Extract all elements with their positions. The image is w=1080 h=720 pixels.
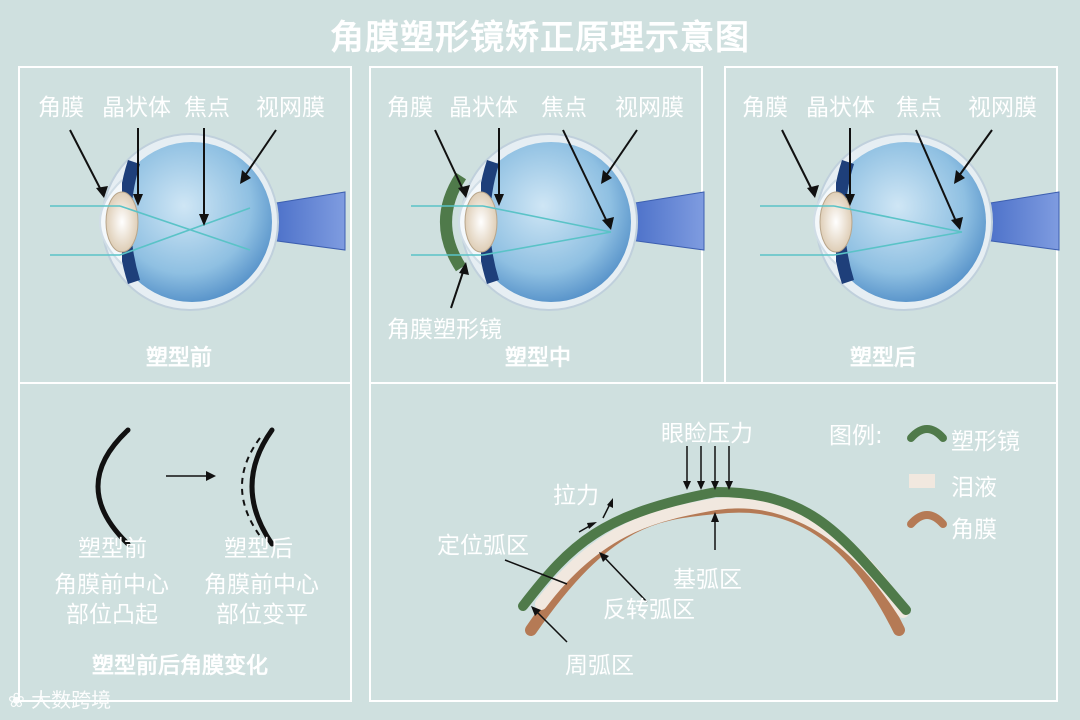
curv-after-title: 塑型后 xyxy=(224,536,293,562)
watermark-text: 大数跨境 xyxy=(31,688,112,712)
label-base-zone: 基弧区 xyxy=(673,567,742,593)
label-retina: 视网膜 xyxy=(968,95,1037,121)
label-focus: 焦点 xyxy=(184,95,230,121)
label-peripheral-zone: 周弧区 xyxy=(565,653,634,679)
label-cornea: 角膜 xyxy=(387,95,433,121)
label-retina: 视网膜 xyxy=(256,95,325,121)
caption-before: 塑型前 xyxy=(146,346,213,371)
caption-after: 塑型后 xyxy=(850,346,917,371)
curv-before-title: 塑型前 xyxy=(78,536,147,562)
label-focus: 焦点 xyxy=(896,95,942,121)
caption-curvature: 塑型前后角膜变化 xyxy=(92,654,269,679)
caption-during: 塑型中 xyxy=(505,346,572,371)
eye-diagram-during xyxy=(411,128,705,311)
label-cornea: 角膜 xyxy=(38,95,84,121)
label-retina: 视网膜 xyxy=(615,95,684,121)
eye-diagram-after xyxy=(760,128,1060,311)
legend-cornea: 角膜 xyxy=(951,517,997,543)
label-lens: 晶状体 xyxy=(449,95,518,121)
panel-curvature: 塑型前 角膜前中心 部位凸起 塑型后 角膜前中心 部位变平 塑型前后角膜变化 xyxy=(18,382,352,702)
legend-title: 图例: xyxy=(829,423,883,449)
curv-before-desc-2: 部位凸起 xyxy=(66,602,158,628)
lens-zone-diagram xyxy=(504,425,947,643)
label-tension: 拉力 xyxy=(553,483,599,509)
panel-lens-zones: 眼睑压力 拉力 定位弧区 基弧区 反转弧区 周弧区 图例: 塑形镜 泪液 角膜 xyxy=(369,382,1058,702)
label-focus: 焦点 xyxy=(541,95,587,121)
label-reverse-zone: 反转弧区 xyxy=(603,597,695,623)
watermark: ❀ 大数跨境 xyxy=(8,684,111,713)
panel-before: 角膜 晶状体 焦点 视网膜 塑型前 xyxy=(18,66,352,384)
label-eyelid-pressure: 眼睑压力 xyxy=(661,421,753,447)
curv-after-desc-1: 角膜前中心 xyxy=(204,572,319,598)
curv-before-desc-1: 角膜前中心 xyxy=(54,572,169,598)
legend-ortho-k-lens: 塑形镜 xyxy=(951,429,1020,455)
eye-diagram-before xyxy=(50,128,346,311)
curvature-diagram xyxy=(95,427,275,547)
label-lens: 晶状体 xyxy=(102,95,171,121)
label-cornea: 角膜 xyxy=(742,95,788,121)
legend-tear: 泪液 xyxy=(951,475,997,501)
label-lens: 晶状体 xyxy=(806,95,875,121)
label-ortho-k-lens: 角膜塑形镜 xyxy=(387,317,502,343)
page-title: 角膜塑形镜矫正原理示意图 xyxy=(330,18,750,58)
label-alignment-zone: 定位弧区 xyxy=(437,533,529,559)
panel-after: 角膜 晶状体 焦点 视网膜 塑型后 xyxy=(724,66,1060,384)
curv-after-desc-2: 部位变平 xyxy=(216,602,308,628)
watermark-logo-icon: ❀ xyxy=(8,688,32,712)
panel-during: 角膜 晶状体 焦点 视网膜 角膜塑形镜 塑型中 xyxy=(369,66,705,384)
